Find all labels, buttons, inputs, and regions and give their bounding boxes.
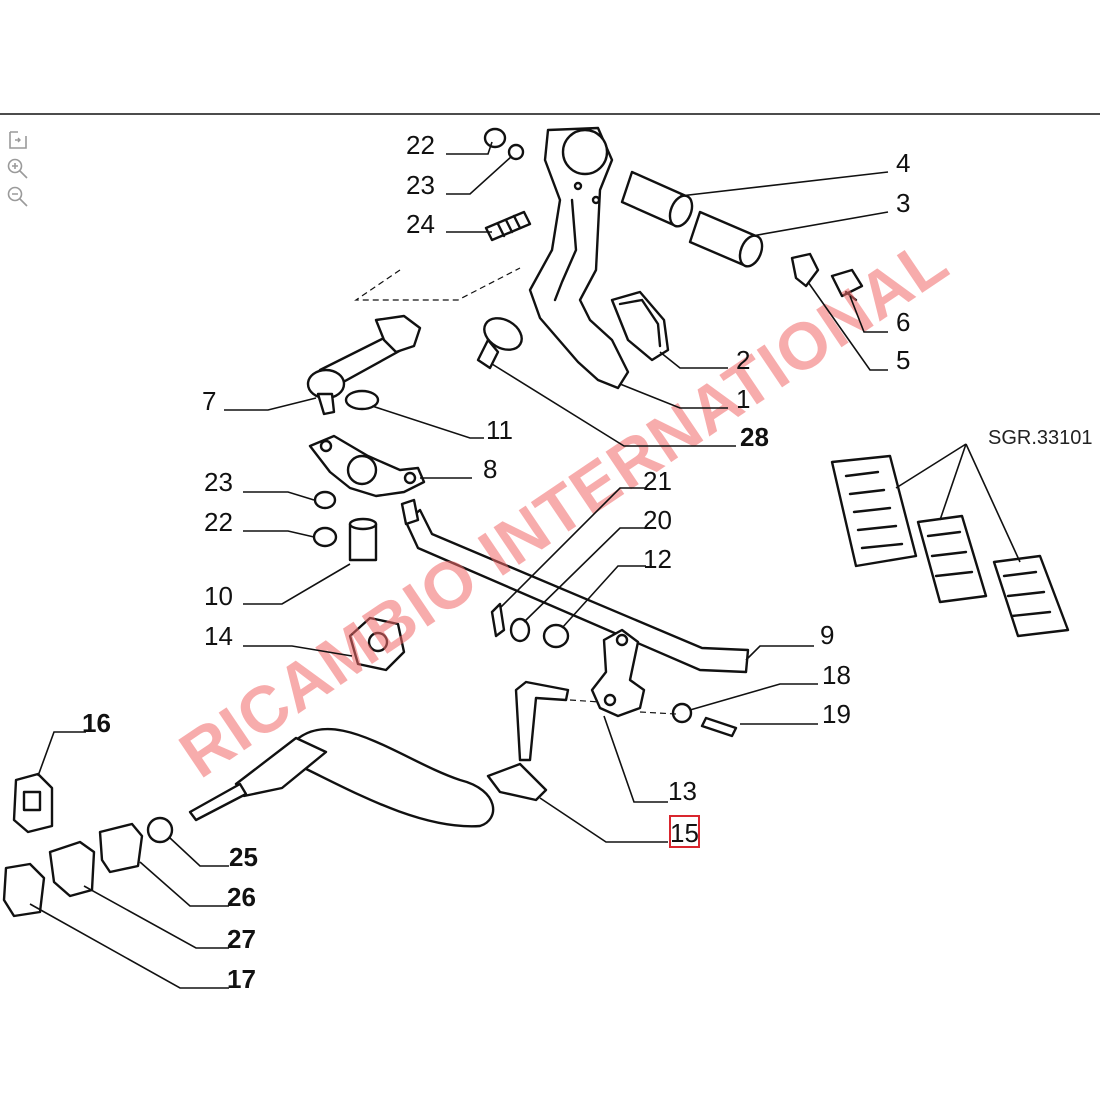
cap-part-17	[2, 862, 46, 918]
callout-21: 21	[643, 466, 672, 496]
callout-22-top: 22	[406, 130, 435, 160]
dashed-link-line	[354, 267, 521, 301]
spring-part-24	[484, 210, 532, 242]
washer-part-18	[671, 702, 693, 724]
callout-2: 2	[736, 345, 750, 375]
highlight-box-15	[669, 815, 700, 848]
rod-part-9	[400, 498, 750, 674]
callout-8: 8	[483, 454, 497, 484]
clip-part-5	[790, 252, 820, 288]
cable-part-15	[188, 680, 570, 828]
callout-15: 15	[670, 818, 699, 848]
callout-14: 14	[204, 621, 233, 651]
callout-17: 17	[227, 964, 256, 994]
callout-3: 3	[896, 188, 910, 218]
callout-24: 24	[406, 209, 435, 239]
bracket-part-26	[98, 822, 144, 874]
callout-18: 18	[822, 660, 851, 690]
callout-6: 6	[896, 307, 910, 337]
callout-19: 19	[822, 699, 851, 729]
callout-20: 20	[643, 505, 672, 535]
bushing-part-3	[688, 210, 764, 268]
pin-part-21	[490, 602, 506, 638]
callout-27: 27	[227, 924, 256, 954]
pedal-pad-part-2	[610, 290, 670, 362]
callout-28: 28	[740, 422, 769, 452]
zoom-out-icon[interactable]	[4, 184, 32, 210]
callout-11: 11	[486, 415, 513, 445]
lever-part-13	[590, 628, 646, 718]
callout-4: 4	[896, 148, 910, 178]
fit-screen-icon[interactable]	[4, 128, 32, 154]
clip-part-11	[344, 389, 380, 411]
callout-5: 5	[896, 345, 910, 375]
callout-7: 7	[202, 386, 216, 416]
bracket-part-8	[308, 434, 426, 498]
nut-part-22-mid	[312, 526, 338, 548]
pedal-pads-set	[830, 454, 1070, 638]
callout-23-top: 23	[406, 170, 435, 200]
pedal-assembly	[528, 126, 630, 390]
leader-lines	[29, 141, 1021, 989]
pad-stop-part-28	[476, 317, 523, 370]
callout-13: 13	[668, 776, 697, 806]
callout-16: 16	[82, 708, 111, 738]
washer-part-23-top	[507, 143, 525, 161]
clip-part-16	[12, 772, 54, 834]
washer-part-20	[509, 617, 531, 643]
callout-10: 10	[204, 581, 233, 611]
bushing-part-4	[620, 170, 694, 228]
pin-part-19	[700, 716, 738, 738]
callout-23-mid: 23	[204, 467, 233, 497]
plate-part-14	[348, 616, 406, 672]
bushing-part-10	[348, 517, 378, 562]
callout-25: 25	[229, 842, 258, 872]
nut-part-22-top	[483, 127, 507, 149]
callout-1: 1	[736, 384, 750, 414]
bolt-part-6	[830, 268, 864, 302]
nut-part-25	[146, 816, 174, 844]
nut-part-23-mid	[313, 490, 337, 510]
dashed-pivot-line	[569, 699, 677, 715]
callout-22-mid: 22	[204, 507, 233, 537]
bushing-part-12	[542, 623, 570, 649]
callout-26: 26	[227, 882, 256, 912]
zoom-in-icon[interactable]	[4, 156, 32, 182]
viewer-toolbar	[4, 128, 36, 212]
callout-9: 9	[820, 620, 834, 650]
link-rod-part-7	[306, 314, 422, 416]
reference-code: SGR.33101	[988, 427, 1093, 449]
callout-12: 12	[643, 544, 672, 574]
